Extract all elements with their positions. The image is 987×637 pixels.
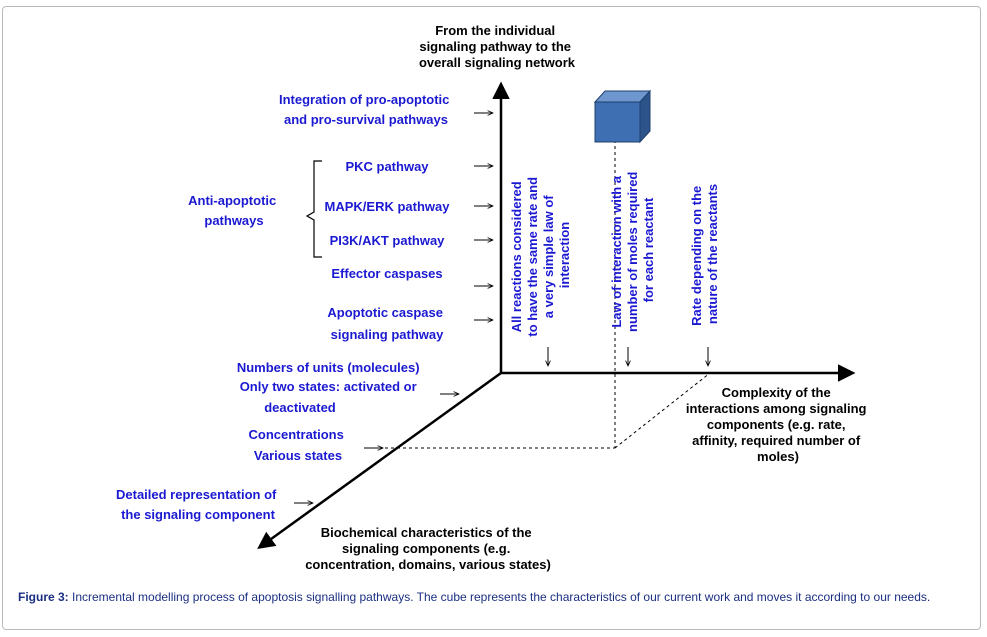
interaction-moles-label: Law of interaction with a number of mole…: [609, 168, 656, 332]
anti-apoptotic-bracket: [305, 160, 322, 258]
figure-frame: [2, 6, 981, 630]
level-pkc-label: PKC pathway: [345, 159, 429, 174]
component-units-label: Numbers of units (molecules) Only two st…: [237, 360, 423, 415]
cube-front-face: [594, 101, 641, 143]
interaction-simple-label: All reactions considered to have the sam…: [509, 173, 572, 336]
level-mapk-label: MAPK/ERK pathway: [325, 199, 451, 214]
vertical-axis-label: From the individual signaling pathway to…: [419, 23, 576, 70]
level-anti-apoptotic-group-label: Anti-apoptotic pathways: [188, 193, 280, 228]
level-apoptotic-label: Apoptotic caspase signaling pathway: [327, 305, 446, 342]
level-effector-label: Effector caspases: [331, 266, 442, 281]
cube-icon: [593, 89, 652, 144]
component-detailed-label: Detailed representation of the signaling…: [116, 487, 280, 522]
diagonal-axis-label: Biochemical characteristics of the signa…: [305, 525, 551, 572]
projection-floor-diagonal: [614, 372, 711, 449]
level-integration-label: Integration of pro-apoptotic and pro-sur…: [279, 92, 453, 127]
horizontal-axis-label: Complexity of the interactions among sig…: [686, 385, 870, 464]
diagonal-axis: [257, 371, 502, 550]
figure-caption: Figure 3: Incremental modelling process …: [18, 590, 968, 604]
level-pi3k-label: PI3K/AKT pathway: [330, 233, 446, 248]
interaction-rate-label: Rate depending on the nature of the reac…: [689, 182, 720, 326]
caption-text: Incremental modelling process of apoptos…: [68, 590, 931, 604]
caption-label: Figure 3:: [18, 590, 69, 604]
component-concentrations-label: Concentrations Various states: [249, 427, 348, 463]
